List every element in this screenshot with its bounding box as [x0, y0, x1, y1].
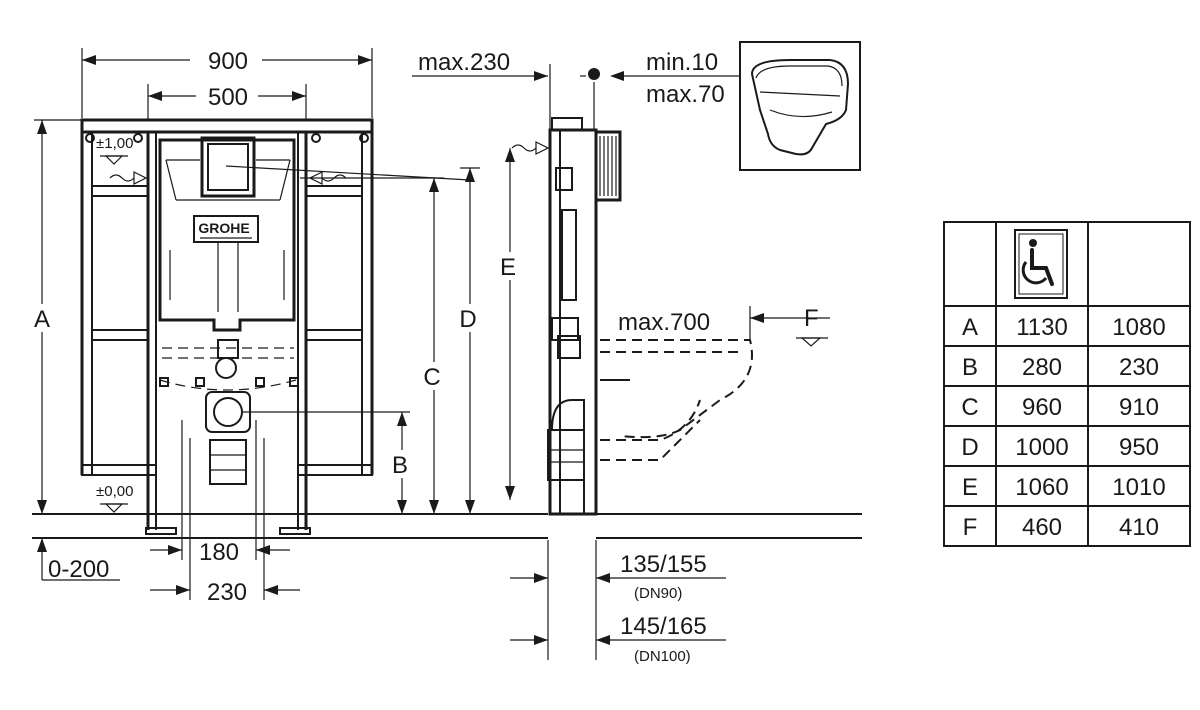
dn100-label: (DN100) — [634, 648, 691, 665]
front-view: 900 500 — [30, 48, 862, 606]
wall-hung-toilet-icon — [750, 59, 850, 156]
dim-180-label: 180 — [199, 539, 239, 566]
table-row: B 280 230 — [962, 354, 1159, 381]
max-70-label: max.70 — [646, 81, 725, 108]
dim-d-label: D — [459, 306, 476, 333]
table-row: D 1000 950 — [961, 434, 1159, 461]
row-key: D — [961, 434, 978, 461]
row-accessible: 410 — [1119, 514, 1159, 541]
dn100-value-label: 145/165 — [620, 613, 707, 640]
dn90-label: (DN90) — [634, 585, 682, 602]
max-700-label: max.700 — [618, 309, 710, 336]
row-accessible: 1010 — [1112, 474, 1165, 501]
table-rows: A 1130 1080 B 280 230 C 960 910 D 1000 9… — [961, 314, 1165, 541]
min-10-label: min.10 — [646, 49, 718, 76]
row-key: F — [963, 514, 978, 541]
row-accessible: 230 — [1119, 354, 1159, 381]
row-key: E — [962, 474, 978, 501]
dim-e-label: E — [500, 254, 516, 281]
level-zero-label: ±0,00 — [96, 483, 133, 500]
side-view: max.230 min.10 max.70 — [412, 49, 830, 665]
row-standard: 1060 — [1015, 474, 1068, 501]
dim-f-label: F — [804, 305, 819, 332]
table-row: C 960 910 — [961, 394, 1159, 421]
row-key: C — [961, 394, 978, 421]
toilet-inset — [739, 41, 861, 171]
row-key: B — [962, 354, 978, 381]
level-plus-1-label: ±1,00 — [96, 135, 133, 152]
dim-c-label: C — [423, 364, 440, 391]
row-standard: 280 — [1022, 354, 1062, 381]
dim-230-label: 230 — [207, 579, 247, 606]
grohe-logo: GROHE — [198, 220, 249, 236]
row-key: A — [962, 314, 978, 341]
table-row: F 460 410 — [963, 514, 1159, 541]
row-standard: 1130 — [1016, 314, 1068, 341]
row-accessible: 910 — [1119, 394, 1159, 421]
dimension-table: A 1130 1080 B 280 230 C 960 910 D 1000 9… — [943, 221, 1191, 547]
row-standard: 460 — [1022, 514, 1062, 541]
dn90-value-label: 135/155 — [620, 551, 707, 578]
dim-900-label: 900 — [208, 48, 248, 75]
row-accessible: 1080 — [1112, 314, 1165, 341]
table-row: E 1060 1010 — [962, 474, 1166, 501]
wheelchair-icon — [1014, 229, 1068, 299]
dim-a-label: A — [34, 306, 50, 333]
dim-b-label: B — [392, 452, 408, 479]
max-230-label: max.230 — [418, 49, 510, 76]
floor-adjust-label: 0-200 — [48, 556, 109, 583]
row-accessible: 950 — [1119, 434, 1159, 461]
row-standard: 1000 — [1015, 434, 1068, 461]
row-standard: 960 — [1022, 394, 1062, 421]
table-row: A 1130 1080 — [962, 314, 1166, 341]
dim-500-label: 500 — [208, 84, 248, 111]
